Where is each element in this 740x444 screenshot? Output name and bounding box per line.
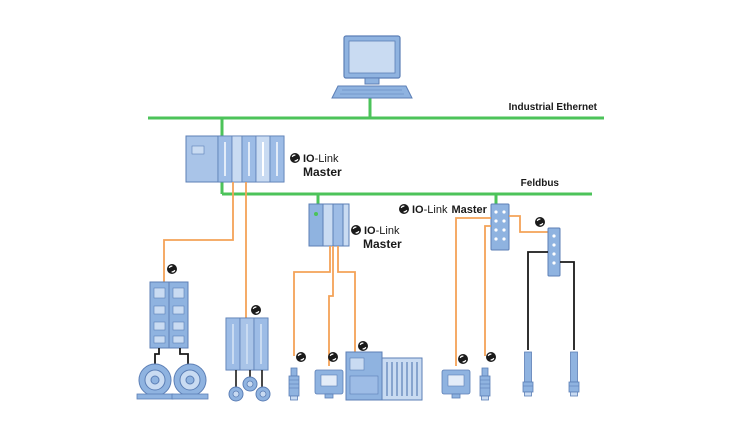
io-link-master-label-1: IO-Link Master (289, 152, 342, 179)
sensor-icon (288, 367, 300, 401)
motor-starter-icon (149, 281, 189, 349)
drive-icon (225, 317, 269, 371)
plc-icon (185, 135, 285, 183)
sensor-cables (527, 251, 575, 350)
io-link-master-module-2 (308, 203, 350, 247)
io-module-icon (345, 351, 423, 401)
io-link-logo-icon (327, 351, 339, 363)
io-link-logo-icon (289, 152, 301, 164)
fieldbus-label: Feldbus (521, 178, 560, 189)
svg-text:Master: Master (303, 165, 342, 179)
io-link-master-label-2: IO-Link Master (350, 224, 402, 251)
display-sensor-icon (314, 369, 344, 399)
proximity-sensor-icon (568, 351, 580, 397)
computer-icon (331, 35, 413, 99)
io-link-logo-icon (534, 216, 546, 228)
motor-cables (154, 348, 189, 364)
motor-icon (171, 363, 209, 400)
io-link-master-module-3 (490, 203, 510, 251)
display-sensor-icon (441, 369, 471, 399)
io-link-logo-icon (250, 304, 262, 316)
io-link-logo-icon (295, 351, 307, 363)
io-link-cables (163, 182, 548, 366)
sensor-icon (479, 367, 491, 401)
io-link-logo-icon (457, 353, 469, 365)
motor-icon (136, 363, 174, 400)
proximity-sensor-icon (522, 351, 534, 397)
io-link-logo-icon (350, 224, 362, 236)
io-link-logo-icon (357, 340, 369, 352)
io-link-logo-icon (485, 351, 497, 363)
svg-text:Master: Master (363, 237, 402, 251)
small-motor-icons (228, 376, 271, 402)
industrial-ethernet-label: Industrial Ethernet (509, 102, 598, 113)
io-link-logo-icon (166, 263, 178, 275)
svg-text:IO-Link: IO-Link (303, 153, 339, 165)
io-link-logo-icon (398, 203, 410, 215)
hub-icon (547, 227, 561, 277)
svg-text:IO-Link: IO-Link (364, 225, 400, 237)
